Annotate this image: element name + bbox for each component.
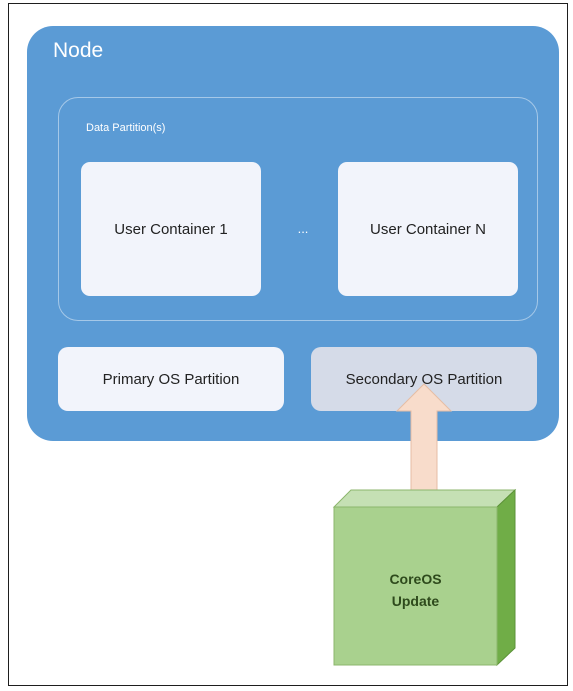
user-container-1: User Container 1 xyxy=(81,162,261,296)
coreos-update-line2: Update xyxy=(391,593,440,609)
primary-os-partition: Primary OS Partition xyxy=(58,347,284,411)
secondary-os-partition: Secondary OS Partition xyxy=(311,347,537,411)
update-arrow xyxy=(395,383,453,492)
node-title: Node xyxy=(53,39,104,62)
data-partition-label: Data Partition(s) xyxy=(86,122,166,134)
coreos-update-line1: CoreOS xyxy=(389,571,442,587)
update-cube-top xyxy=(332,489,517,508)
container-ellipsis: ... xyxy=(297,221,309,236)
coreos-update-label: CoreOS Update xyxy=(334,568,497,612)
update-cube-front xyxy=(333,506,498,666)
user-container-n: User Container N xyxy=(338,162,518,296)
update-cube-side xyxy=(496,488,516,667)
data-partition-box xyxy=(58,97,538,321)
